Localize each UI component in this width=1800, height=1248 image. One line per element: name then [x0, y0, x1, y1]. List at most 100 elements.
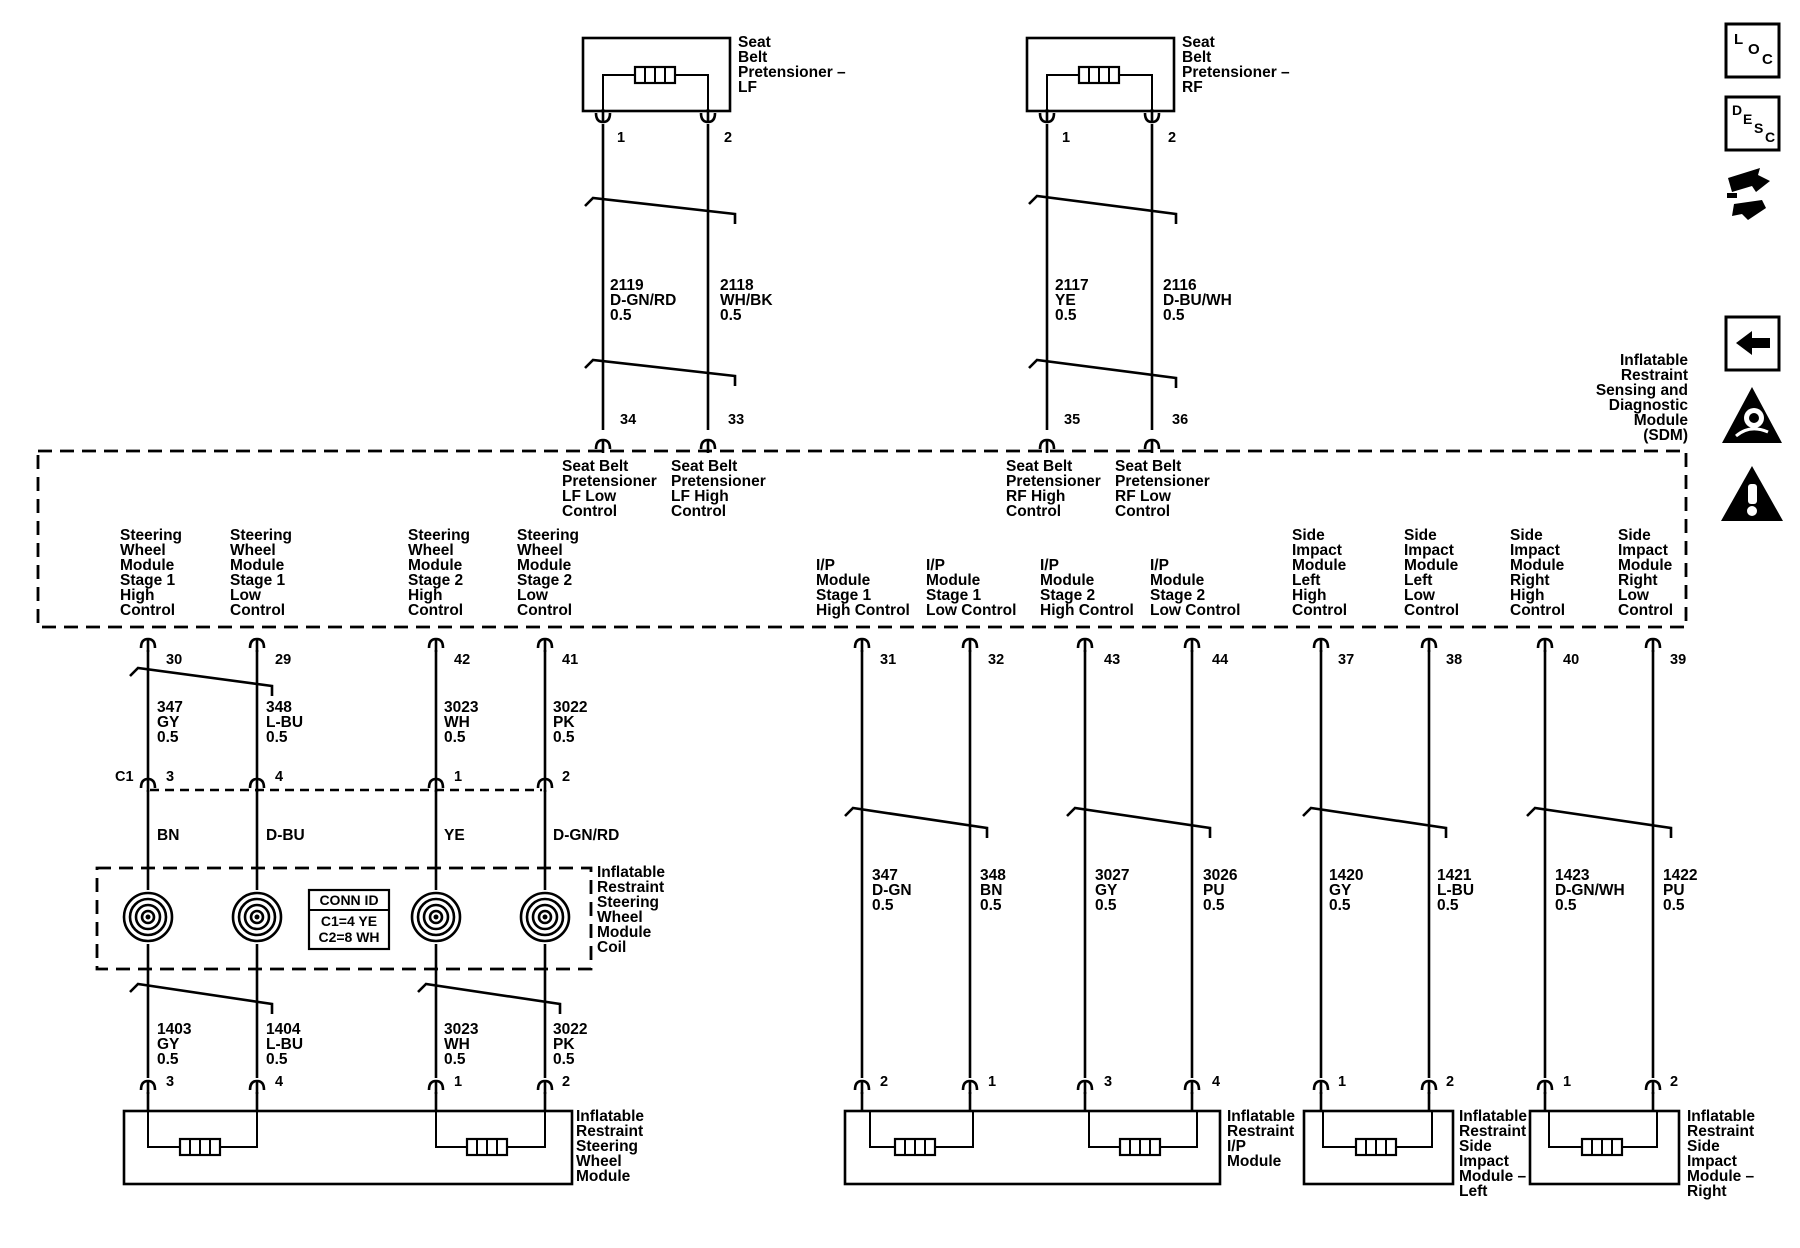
svg-text:Restraint: Restraint — [597, 879, 664, 896]
wire-color-label: D-GN/RD — [553, 827, 619, 844]
svg-text:Module: Module — [517, 557, 572, 574]
svg-text:0.5: 0.5 — [1095, 897, 1117, 914]
svg-text:Side: Side — [1618, 527, 1651, 544]
svg-text:High: High — [1510, 587, 1544, 604]
svg-text:Inflatable: Inflatable — [1227, 1108, 1295, 1125]
sdm-pin-label: Side Impact Module Left High Control — [1292, 527, 1347, 619]
svg-text:High Control: High Control — [1040, 602, 1134, 619]
svg-text:Restraint: Restraint — [1687, 1123, 1754, 1140]
svg-text:3023: 3023 — [444, 1021, 479, 1038]
sdm-module-label: Inflatable Restraint Sensing and Diagnos… — [1596, 352, 1689, 444]
svg-text:0.5: 0.5 — [157, 729, 179, 746]
sdm-pin-label: Seat Belt Pretensioner LF High Control — [671, 458, 766, 520]
svg-text:Inflatable: Inflatable — [576, 1108, 644, 1125]
svg-text:Wheel: Wheel — [408, 542, 454, 559]
svg-text:E: E — [1743, 111, 1752, 127]
clockspring-coil-icon — [519, 891, 571, 943]
svg-text:347: 347 — [157, 699, 183, 716]
svg-text:High: High — [408, 587, 442, 604]
svg-text:Module: Module — [1404, 557, 1459, 574]
svg-text:1420: 1420 — [1329, 867, 1363, 884]
sdm-label-line: (SDM) — [1643, 427, 1688, 444]
svg-text:Inflatable: Inflatable — [1687, 1108, 1755, 1125]
svg-text:2116: 2116 — [1163, 277, 1197, 294]
svg-text:D: D — [1732, 102, 1742, 118]
svg-text:Stage 2: Stage 2 — [408, 572, 463, 589]
svg-text:GY: GY — [157, 714, 180, 731]
svg-text:Seat Belt: Seat Belt — [671, 458, 737, 475]
caution-icon[interactable] — [1721, 466, 1783, 521]
svg-text:Wheel: Wheel — [576, 1153, 622, 1170]
svg-text:Low: Low — [1618, 587, 1650, 604]
svg-text:Side: Side — [1510, 527, 1543, 544]
svg-text:Control: Control — [1292, 602, 1347, 619]
clockspring-coil-icon — [525, 897, 565, 937]
svg-text:3022: 3022 — [553, 699, 587, 716]
pin-number: 1 — [617, 130, 625, 146]
svg-text:Stage 2: Stage 2 — [1040, 587, 1095, 604]
airbag-deployment-icon[interactable] — [1722, 387, 1782, 443]
sdm-pin-label: I/P Module Stage 2 High Control — [1040, 557, 1134, 619]
connector-end-view-icon[interactable] — [1727, 168, 1770, 220]
svg-text:Module: Module — [926, 572, 981, 589]
twisted-pair-marker — [844, 806, 989, 838]
svg-text:WH: WH — [444, 714, 470, 731]
svg-text:LF High: LF High — [671, 488, 729, 505]
wire-label: 3027 GY 0.5 — [1095, 867, 1129, 914]
svg-text:High: High — [120, 587, 154, 604]
sdm-label-line: Diagnostic — [1609, 397, 1689, 414]
clockspring-coil-icon — [231, 891, 283, 943]
svg-text:Right: Right — [1510, 572, 1550, 589]
sdm-pin-number: 32 — [988, 652, 1004, 668]
svg-text:Control: Control — [1115, 503, 1170, 520]
pin-number: 3 — [166, 1074, 174, 1090]
svg-text:C: C — [1762, 51, 1773, 68]
clockspring-coil-center — [145, 914, 151, 920]
desc-icon[interactable]: D E S C — [1724, 95, 1781, 152]
sdm-pin-number: 41 — [562, 652, 578, 668]
wire-label: 347 GY 0.5 — [157, 699, 183, 746]
svg-text:Module: Module — [120, 557, 175, 574]
c1-connector-name: C1 — [115, 769, 134, 785]
sdm-pin-label: I/P Module Stage 2 Low Control — [1150, 557, 1240, 619]
sdm-pin-number: 40 — [1563, 652, 1579, 668]
loc-icon[interactable]: L O C — [1724, 22, 1781, 79]
svg-text:Seat: Seat — [738, 34, 771, 51]
svg-text:0.5: 0.5 — [1055, 307, 1077, 324]
svg-text:1422: 1422 — [1663, 867, 1697, 884]
side-impact-module-left-box — [1302, 1109, 1455, 1186]
svg-text:Side: Side — [1687, 1138, 1720, 1155]
svg-text:Coil: Coil — [597, 939, 626, 956]
svg-text:Stage 1: Stage 1 — [120, 572, 176, 589]
sdm-pin-label: Steering Wheel Module Stage 2 High Contr… — [408, 527, 470, 619]
wire-label: 3022 PK 0.5 — [553, 1021, 587, 1068]
back-arrow-icon[interactable] — [1724, 315, 1781, 372]
pin-number: 2 — [562, 1074, 570, 1090]
svg-text:Impact: Impact — [1687, 1153, 1737, 1170]
svg-text:Stage 1: Stage 1 — [816, 587, 872, 604]
svg-text:Low Control: Low Control — [1150, 602, 1240, 619]
svg-text:2118: 2118 — [720, 277, 754, 294]
wire-label: 1421 L-BU 0.5 — [1437, 867, 1474, 914]
clockspring-coil-icon — [237, 897, 277, 937]
svg-text:Control: Control — [1510, 602, 1565, 619]
sdm-pin-label: Steering Wheel Module Stage 1 High Contr… — [120, 527, 182, 619]
sdm-pin-label: Side Impact Module Right High Control — [1510, 527, 1565, 619]
clockspring-coil-icon — [422, 903, 450, 931]
sdm-label-line: Inflatable — [1620, 352, 1688, 369]
pin-number: 4 — [275, 1074, 283, 1090]
svg-text:D-BU/WH: D-BU/WH — [1163, 292, 1232, 309]
svg-text:Module: Module — [230, 557, 285, 574]
svg-text:Impact: Impact — [1459, 1153, 1509, 1170]
ip-module: Inflatable Restraint I/P Module — [843, 1108, 1295, 1186]
svg-text:Wheel: Wheel — [597, 909, 643, 926]
svg-text:Belt: Belt — [1182, 49, 1211, 66]
wire-label: 3022 PK 0.5 — [553, 699, 587, 746]
sdm-pin-number: 30 — [166, 652, 182, 668]
svg-text:Seat Belt: Seat Belt — [562, 458, 628, 475]
sdm-label-line: Restraint — [1621, 367, 1688, 384]
svg-text:Pretensioner: Pretensioner — [1006, 473, 1101, 490]
svg-text:Control: Control — [1404, 602, 1459, 619]
svg-text:Restraint: Restraint — [576, 1123, 643, 1140]
